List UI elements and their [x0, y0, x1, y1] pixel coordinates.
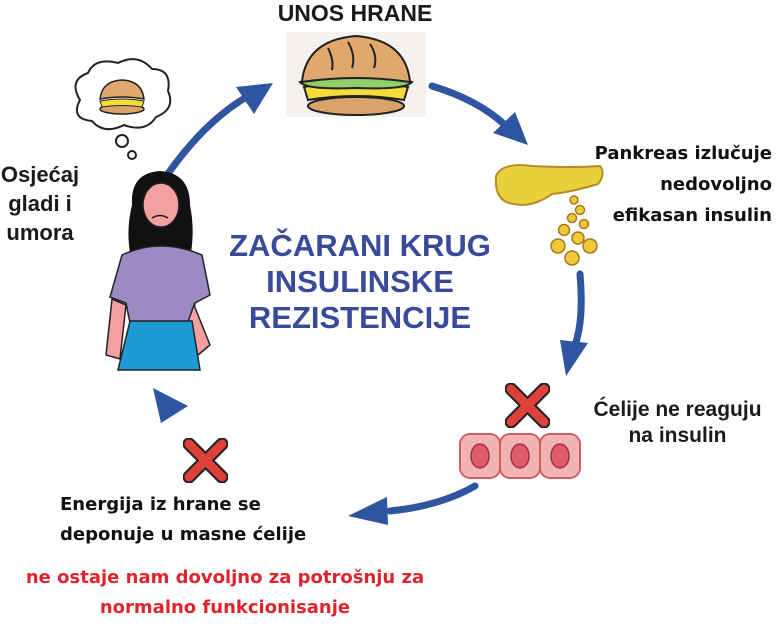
- label-line: Osjećaj: [0, 162, 80, 187]
- title-line: REZISTENCIJE: [248, 300, 472, 335]
- label-line: Energija iz hrane se: [60, 494, 261, 515]
- label-line: na insulin: [628, 424, 727, 447]
- food-intake-label: UNOS HRANE: [277, 0, 433, 26]
- note-line: ne ostaje nam dovoljno za potrošnju za: [25, 567, 425, 588]
- note-line: normalno funkcionisanje: [99, 597, 351, 618]
- hunger-label: Osjećaj gladi i umora: [0, 160, 80, 247]
- title-line: ZAČARANI KRUG: [229, 228, 491, 263]
- label-line: deponuje u masne ćelije: [60, 524, 307, 545]
- diagram-title: ZAČARANI KRUG INSULINSKE REZISTENCIJE: [210, 228, 510, 336]
- arrow-cells-to-fat: [386, 482, 479, 515]
- arrow-pancreas-to-cells: [571, 270, 585, 349]
- pancreas-label: Pankreas izlučuje nedovoljno efikasan in…: [560, 138, 772, 231]
- arrowhead-1: [236, 83, 273, 114]
- pancreas-icon: [494, 164, 604, 266]
- title-line: INSULINSKE: [266, 264, 454, 299]
- label-line: umora: [6, 220, 74, 245]
- woman-thinking-icon: [74, 58, 211, 371]
- label-line: Pankreas izlučuje: [594, 143, 772, 164]
- sandwich-icon: [286, 32, 426, 117]
- arrowhead-3: [560, 340, 588, 376]
- arrow-food-to-pancreas: [428, 82, 509, 129]
- label-line: Ćelije ne reaguju: [593, 398, 762, 421]
- cells-icon: [459, 433, 581, 479]
- consequence-note: ne ostaje nam dovoljno za potrošnju za n…: [0, 563, 450, 623]
- arrowhead-4: [348, 497, 388, 525]
- cells-label: Ćelije ne reaguju na insulin: [572, 397, 783, 449]
- arrowhead-2: [493, 112, 528, 145]
- arrow-hunger-to-food: [161, 91, 254, 182]
- x-mark-icon: [183, 438, 228, 483]
- label-line: nedovoljno: [660, 174, 772, 195]
- x-mark-icon: [505, 383, 550, 428]
- label-line: gladi i: [8, 191, 72, 216]
- arrowhead-5: [153, 388, 188, 423]
- fat-storage-label: Energija iz hrane se deponuje u masne će…: [60, 490, 360, 550]
- label-line: efikasan insulin: [612, 205, 772, 226]
